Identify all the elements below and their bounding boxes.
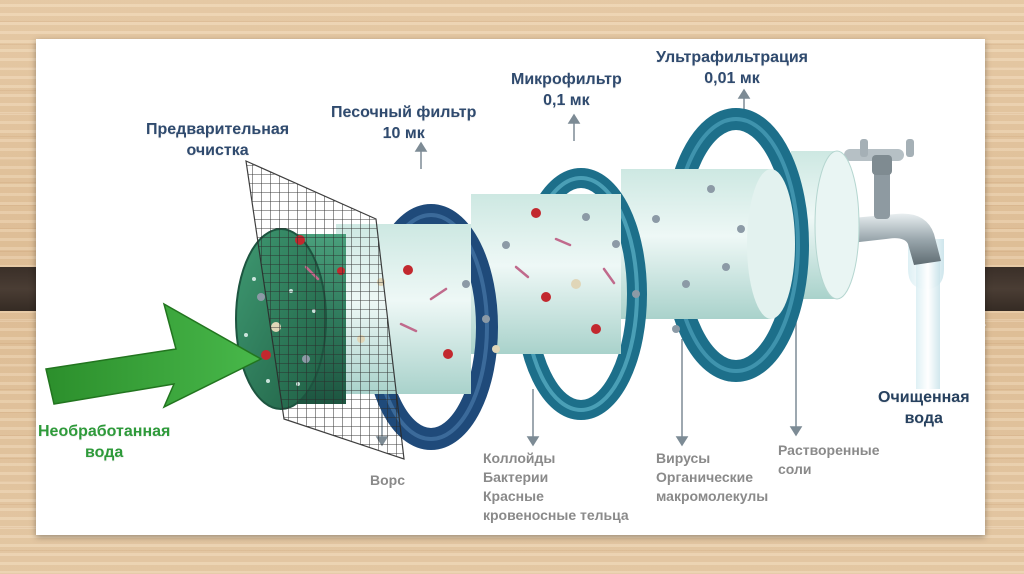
untreated-water-arrow bbox=[45, 302, 263, 409]
particles bbox=[244, 185, 745, 386]
faucet bbox=[842, 139, 944, 389]
filtration-diagram bbox=[45, 88, 944, 460]
label-lint: Ворс bbox=[370, 472, 405, 488]
prefilter-mesh bbox=[245, 160, 405, 460]
